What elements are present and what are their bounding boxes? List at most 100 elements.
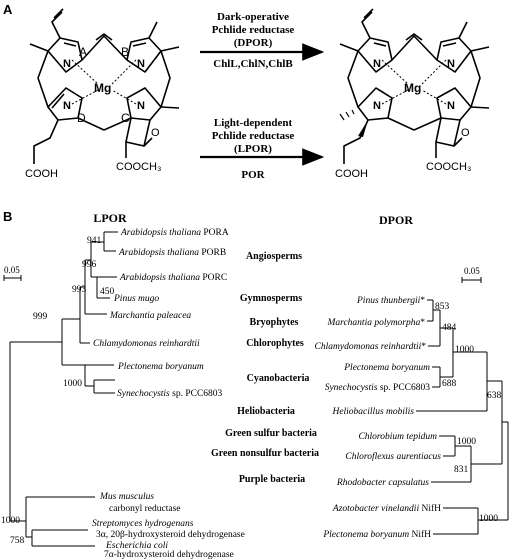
lpor-taxon: Arabidopsis thaliana PORC [119,273,227,283]
group-gymnosperms: Gymnosperms [240,293,302,304]
lpor-taxon-subtitle: 3α, 20β-hydroxysteroid dehydrogenase [96,530,245,540]
pchlide-metal: Mg [94,81,111,95]
pchlide-structure [29,8,180,164]
dpor-bootstrap-values: 853 484 1000 688 638 1000 831 1000 [435,302,502,524]
lpor-bootstrap: 993 [72,285,87,295]
dpor-taxon: Plectonema boryanum [343,363,430,373]
group-purple-bacteria: Purple bacteria [239,474,305,485]
pchlide-cooh: COOH [25,168,58,180]
chlide-structure [339,8,490,164]
chlide-cooch3: COOCH₃ [426,161,471,173]
dpor-taxon: Heliobacillus mobilis [331,407,414,417]
lpor-taxon: Arabidopsis thaliana PORB [118,248,226,258]
dpor-bootstrap: 1000 [455,345,474,355]
lpor-bootstrap-values: 941 996 450 993 999 1000 1000 758 [1,236,115,546]
lpor-taxon: Streptomyces hydrogenans [92,519,194,529]
lpor-bootstrap: 999 [33,312,48,322]
group-heliobacteria: Heliobacteria [237,406,295,417]
dpor-taxon: Synechocystis sp. PCC6803 [325,383,431,393]
ring-label-d: D [77,111,86,125]
dark-reaction-line3: (DPOR) [234,37,273,49]
chlide-nitrogen-a: N [373,58,381,70]
lpor-tree-title: LPOR [93,211,127,225]
dpor-bootstrap: 638 [487,391,502,401]
light-reaction-line2: Pchlide reductase [212,130,295,142]
lpor-taxon: Arabidopsis thaliana PORA [120,228,229,238]
dpor-taxon: Pinus thunbergii* [356,296,425,306]
dpor-tree-title: DPOR [379,213,413,227]
dark-reaction-line1: Dark-operative [217,11,289,23]
lpor-taxon: Synechocystis sp. PCC6803 [117,389,223,399]
dpor-bootstrap: 484 [442,323,457,333]
dark-reaction-subunits: ChlL,ChlN,ChlB [213,58,293,70]
dpor-bootstrap: 831 [454,465,469,475]
dpor-taxon: Chlorobium tepidum [358,432,437,442]
chlide-cooh: COOH [335,168,368,180]
chlide-nitrogen-c: N [447,100,455,112]
dpor-bootstrap: 1000 [479,514,498,524]
pchlide-ketone-o: O [151,127,160,139]
organism-groups: Angiosperms Gymnosperms Bryophytes Chlor… [211,251,319,485]
dpor-bootstrap: 1000 [457,437,476,447]
pchlide-nitrogen-a: N [63,58,71,70]
ring-label-a: A [79,45,87,59]
pchlide-nitrogen-d: N [63,100,71,112]
dpor-taxon: Azotobacter vinelandii NifH [332,503,441,514]
chlide-wedge-bond [358,120,368,137]
group-cyanobacteria: Cyanobacteria [247,373,310,384]
dark-reaction-line2: Pchlide reductase [212,24,295,36]
lpor-taxa: Arabidopsis thaliana PORA Arabidopsis th… [92,228,245,559]
dpor-taxon: Rhodobacter capsulatus [336,478,429,488]
light-reaction: Light-dependent Pchlide reductase (LPOR)… [212,117,295,181]
pchlide-labels: N N N N Mg A B C D O COOCH₃ COOH [25,45,161,180]
chlide-ketone-o: O [461,127,470,139]
lpor-taxon: Chlamydomonas reinhardtii [93,339,200,349]
group-chlorophytes: Chlorophytes [246,338,304,349]
dpor-bootstrap: 688 [442,379,457,389]
group-green-sulfur-bacteria: Green sulfur bacteria [225,428,317,439]
group-angiosperms: Angiosperms [246,251,302,262]
lpor-scale-label: 0.05 [4,265,20,275]
dpor-taxa: Pinus thunbergii* Marchantia polymorpha*… [315,296,442,540]
chlide-core-bonds [381,59,447,105]
lpor-bootstrap: 941 [87,236,102,246]
lpor-taxon-subtitle: carbonyl reductase [109,504,180,514]
chlide-labels: N N N N Mg O COOCH₃ COOH [335,58,471,180]
chlide-nitrogen-b: N [447,58,455,70]
pchlide-nitrogen-c: N [137,100,145,112]
light-reaction-line1: Light-dependent [214,117,293,129]
chlide-nitrogen-d: N [373,100,381,112]
lpor-taxon-subtitle: 7α-hydroxysteroid dehydrogenase [104,550,234,559]
lpor-tree-branches [9,231,118,547]
group-green-nonsulfur-bacteria: Green nonsulfur bacteria [211,448,319,459]
lpor-taxon: Pinus mugo [113,294,159,304]
pchlide-cooch3: COOCH₃ [116,161,161,173]
chlide-hashed-bond [339,109,355,121]
dpor-scale-bar: 0.05 [461,266,482,283]
panel-a-label: A [3,2,13,17]
dark-reaction: Dark-operative Pchlide reductase (DPOR) … [212,11,295,70]
lpor-bootstrap: 1000 [1,516,20,526]
lpor-bootstrap: 1000 [63,379,82,389]
panel-b-label: B [3,209,12,224]
lpor-taxon: Marchantia paleacea [109,311,191,321]
ring-label-c: C [121,111,130,125]
chlide-metal: Mg [404,81,421,95]
dpor-taxon: Chlamydomonas reinhardtii* [315,342,427,352]
pchlide-nitrogen-b: N [137,58,145,70]
lpor-bootstrap: 996 [82,260,97,270]
light-reaction-line3: (LPOR) [234,143,272,155]
pchlide-core-bonds [71,59,137,105]
dpor-scale-label: 0.05 [464,266,480,276]
lpor-scale-bar: 0.05 [3,265,22,281]
lpor-bootstrap: 450 [100,287,115,297]
dpor-bootstrap: 853 [435,302,450,312]
lpor-bootstrap: 758 [10,536,25,546]
dpor-taxon: Chloroflexus aurentiacus [345,451,441,462]
group-bryophytes: Bryophytes [250,317,299,328]
dpor-taxon: Plectonema boryanum NifH [322,529,431,540]
ring-label-b: B [121,45,129,59]
lpor-taxon: Escherichia coli [105,541,168,551]
dpor-taxon: Marchantia polymorpha* [326,318,425,328]
